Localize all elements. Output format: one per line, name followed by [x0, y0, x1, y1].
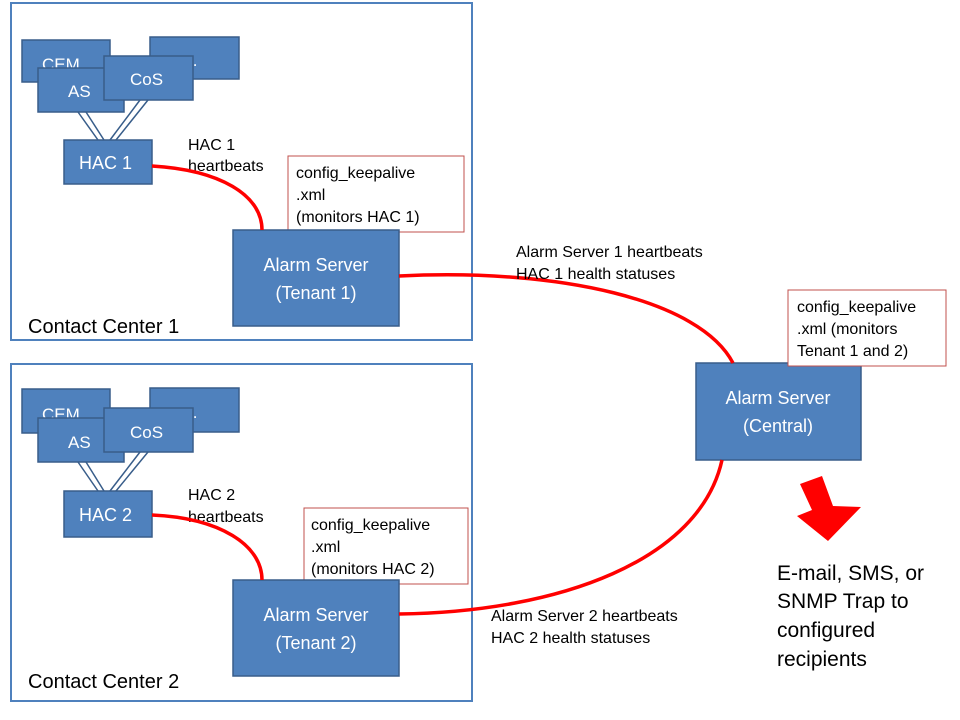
link-1-label-line1: Alarm Server 1 heartbeats [516, 244, 703, 261]
hac-1-box [63, 139, 153, 185]
config-note-1-line1: config_keepalive [296, 165, 415, 182]
contact-center-1-components: .. CEM AS CoS [21, 36, 240, 113]
config-note-central-line2: .xml (monitors [797, 321, 897, 338]
hac-2-heartbeat-link [151, 513, 264, 581]
link-2-label-line2: HAC 2 health statuses [491, 630, 650, 647]
cc1-cos-label: CoS [130, 70, 163, 89]
notification-arrow-icon [797, 476, 861, 541]
notification-line3: configured [777, 619, 875, 642]
cc2-component-wires [77, 451, 149, 492]
hac-1-heartbeat-link [151, 164, 264, 231]
config-note-2 [303, 507, 469, 585]
alarm-server-central [695, 362, 862, 461]
notification-line4: recipients [777, 648, 867, 671]
config-note-2-line2: .xml [311, 539, 340, 556]
cc2-cos-label: CoS [130, 423, 163, 442]
config-note-2-line1: config_keepalive [311, 517, 430, 534]
alarm-server-tenant-2-line2: (Tenant 2) [275, 633, 356, 653]
hac-2-heartbeats-line1: HAC 2 [188, 487, 235, 504]
alarm-server-central-line1: Alarm Server [725, 388, 830, 408]
config-note-1-line3: (monitors HAC 1) [296, 209, 420, 226]
contact-center-1-label: Contact Center 1 [28, 316, 179, 338]
hac-2-label: HAC 2 [79, 505, 132, 525]
alarm-server-tenant-1 [232, 229, 400, 327]
notification-line2: SNMP Trap to [777, 590, 909, 613]
cc2-cos-box [103, 407, 194, 453]
contact-center-2-components: .. CEM AS CoS [21, 387, 240, 463]
hac-2-heartbeats-line2: heartbeats [188, 509, 264, 526]
alarm-server-tenant-2-line1: Alarm Server [263, 605, 368, 625]
cc1-cos-box [103, 55, 194, 101]
config-note-central [787, 289, 947, 367]
hac-2-box [63, 490, 153, 538]
config-note-1 [287, 155, 465, 233]
cc1-as-label: AS [68, 82, 91, 101]
tenant-1-to-central-link [398, 273, 735, 364]
hac-1-heartbeats-line2: heartbeats [188, 158, 264, 175]
notification-line1: E-mail, SMS, or [777, 562, 924, 585]
hac-1-label: HAC 1 [79, 153, 132, 173]
cc2-as-label: AS [68, 433, 91, 452]
link-2-label-line1: Alarm Server 2 heartbeats [491, 608, 678, 625]
alarm-server-tenant-1-line1: Alarm Server [263, 255, 368, 275]
link-1-label-line2: HAC 1 health statuses [516, 266, 675, 283]
config-note-1-line2: .xml [296, 187, 325, 204]
cc1-component-wires [77, 99, 149, 141]
contact-center-2-label: Contact Center 2 [28, 671, 179, 693]
config-note-central-line3: Tenant 1 and 2) [797, 343, 908, 360]
hac-1-heartbeats-line1: HAC 1 [188, 137, 235, 154]
config-note-2-line3: (monitors HAC 2) [311, 561, 435, 578]
alarm-server-tenant-2 [232, 579, 400, 677]
config-note-central-line1: config_keepalive [797, 299, 916, 316]
tenant-2-to-central-link [398, 459, 724, 616]
alarm-server-central-line2: (Central) [743, 416, 813, 436]
alarm-server-tenant-1-line2: (Tenant 1) [275, 283, 356, 303]
